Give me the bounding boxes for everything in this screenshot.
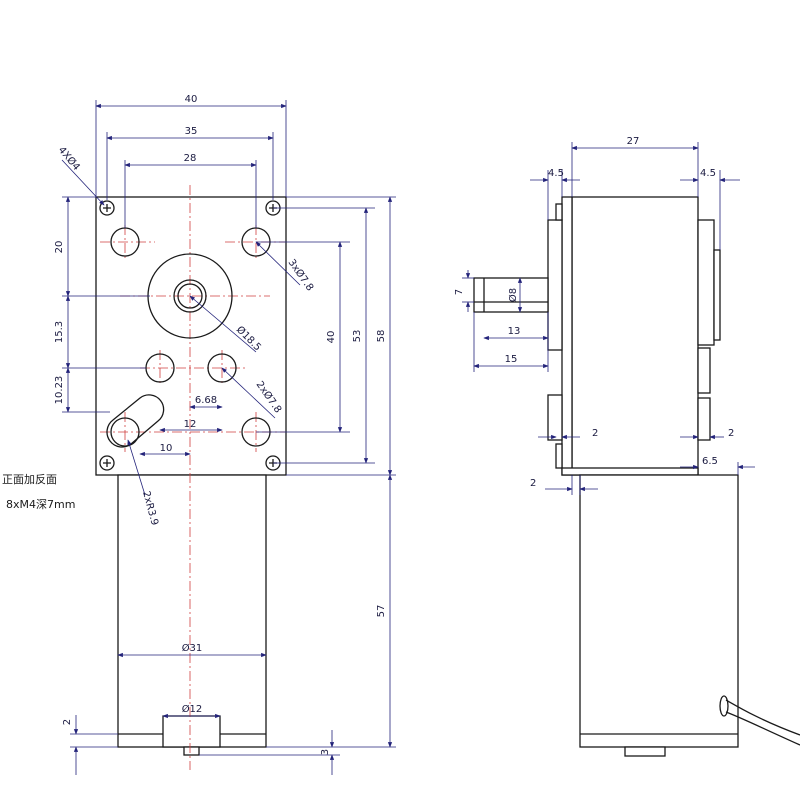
- dim-shaft-7: 7: [454, 289, 465, 295]
- dim-width-35: 35: [185, 126, 198, 137]
- dim-end-3: 3: [320, 749, 331, 755]
- slot: [106, 394, 165, 448]
- dim-left-4-5: 4.5: [548, 168, 564, 179]
- note-line-2: 8xM4深7mm: [6, 498, 75, 511]
- motor-can: [117, 474, 267, 748]
- left-flange: [561, 196, 573, 476]
- dim-height-53: 53: [352, 330, 363, 343]
- front-view: 40 35 28 4XØ4 20 15.3 10.23 3xØ7.8 Ø18.5…: [2, 94, 396, 775]
- gearbox-plate: [95, 196, 287, 476]
- side-motor-can: [579, 474, 739, 748]
- dim-gap-right-2: 2: [728, 428, 734, 439]
- motor-cable: [725, 699, 800, 736]
- note-line-1: 正面加反面: [2, 473, 57, 486]
- dim-right-4-5: 4.5: [700, 168, 716, 179]
- dim-width-28: 28: [184, 153, 197, 164]
- side-view: 27 4.5 4.5 7 Ø8 13 15 2 2: [454, 136, 800, 757]
- side-output-shaft: [473, 277, 549, 313]
- dim-motor-len: 57: [376, 605, 387, 618]
- dim-boss-dia: Ø12: [182, 703, 203, 715]
- dim-shaft-15: 15: [505, 354, 518, 365]
- corner-screw: [99, 455, 115, 471]
- corner-screw: [99, 200, 115, 216]
- output-shaft: [173, 279, 207, 313]
- dim-height-20: 20: [54, 241, 65, 254]
- motor-end-nub: [183, 746, 200, 756]
- dim-height-15-3: 15.3: [54, 321, 65, 343]
- dim-offset-12: 12: [184, 419, 197, 430]
- mount-hole: [110, 417, 140, 447]
- dim-offset-10: 10: [160, 443, 173, 454]
- dim-holes-4x: 4XØ4: [56, 144, 83, 173]
- gearbox-side-body: [571, 196, 699, 476]
- mid-hole: [207, 353, 237, 383]
- dim-gap-left-2: 2: [592, 428, 598, 439]
- dim-base-2: 2: [530, 478, 536, 489]
- motor-end-boss: [162, 715, 221, 748]
- dim-shaft-13: 13: [508, 326, 521, 337]
- dim-depth-27: 27: [627, 136, 640, 147]
- dim-height-58: 58: [376, 330, 387, 343]
- dim-offset-6-68: 6.68: [195, 395, 217, 406]
- dim-end-2: 2: [62, 719, 73, 725]
- dim-shaft-dia: Ø8: [507, 288, 519, 302]
- dim-right-6-5: 6.5: [702, 456, 718, 467]
- dim-height-40: 40: [326, 331, 337, 344]
- dim-height-10-23: 10.23: [54, 376, 65, 405]
- dim-width-40: 40: [185, 94, 198, 105]
- dim-motor-dia: Ø31: [182, 642, 203, 654]
